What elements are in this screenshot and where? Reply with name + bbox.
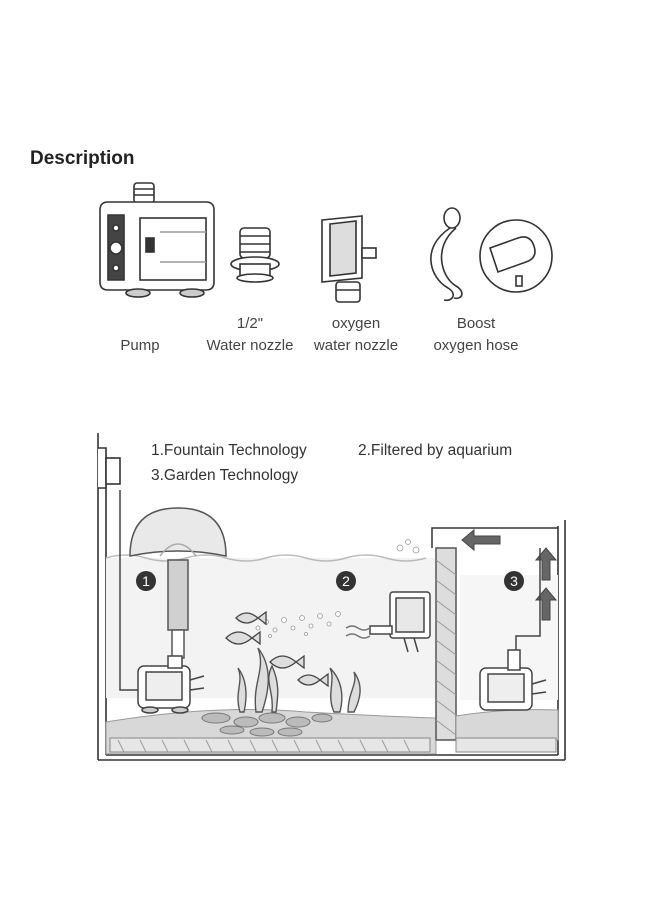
flow-arrows: [461, 528, 558, 621]
water-surface: [105, 554, 427, 562]
oxygen-hose-icon: [430, 207, 553, 302]
part-label-oxygen-nozzle-line1: oxygen: [331, 315, 381, 332]
fish: [225, 610, 329, 688]
part-label-oxygen-hose: Boost oxygen hose: [424, 313, 528, 357]
oxygen-nozzle-icon: [321, 215, 377, 303]
part-label-oxygen-hose-line1: Boost: [456, 315, 496, 332]
legend-garden: 3.Garden Technology: [151, 467, 299, 484]
svg-text:1: 1: [142, 573, 150, 589]
pump-right: [479, 548, 547, 711]
part-label-oxygen-nozzle: oxygen water nozzle: [306, 313, 406, 357]
marker-2: 2: [336, 571, 356, 591]
part-label-water-nozzle-line2: Water nozzle: [206, 337, 294, 354]
legend-filtered: 2.Filtered by aquarium: [358, 442, 513, 459]
plants: [237, 647, 361, 713]
part-label-oxygen-nozzle-line2: water nozzle: [313, 337, 399, 354]
part-label-pump: Pump: [110, 313, 170, 357]
part-label-water-nozzle-line1: 1/2": [236, 315, 264, 332]
filter-box: [345, 591, 431, 653]
marker-1: 1: [136, 571, 156, 591]
part-label-water-nozzle: 1/2" Water nozzle: [200, 313, 300, 357]
marker-3: 3: [504, 571, 524, 591]
description-title: Description: [30, 148, 135, 169]
water-nozzle-icon: [230, 227, 280, 283]
pebbles: [201, 712, 333, 737]
aquarium-diagram: 1 2 3: [97, 433, 566, 761]
pump-icon: [99, 182, 215, 298]
svg-text:2: 2: [342, 573, 350, 589]
part-label-oxygen-hose-line2: oxygen hose: [433, 337, 519, 354]
pump-left: [119, 490, 205, 714]
part-label-pump-line2: Pump: [120, 337, 160, 354]
svg-text:3: 3: [510, 573, 518, 589]
divider-wall: [431, 527, 558, 741]
legend-fountain: 1.Fountain Technology: [151, 442, 307, 459]
part-label-pump-line1: [110, 313, 170, 335]
